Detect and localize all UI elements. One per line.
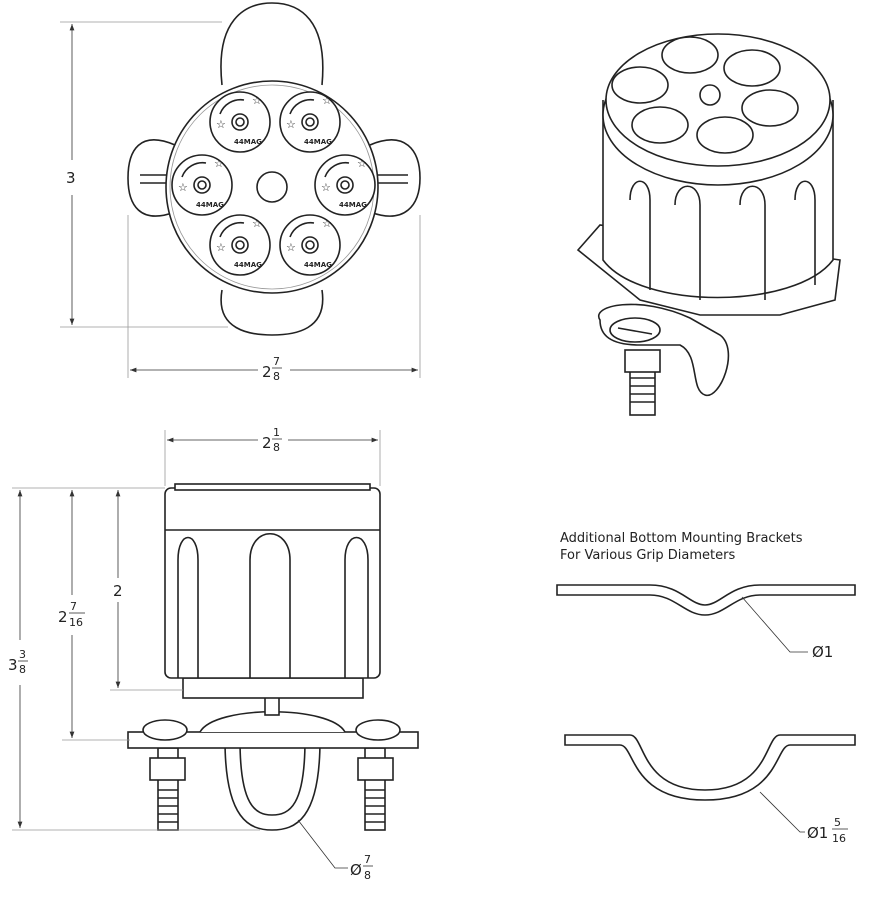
bracket-2: Ø1 5 16 bbox=[564, 734, 856, 845]
svg-text:Ø1: Ø1 bbox=[812, 643, 833, 661]
svg-text:2: 2 bbox=[58, 608, 68, 626]
dimension-side-width: 2 1 8 bbox=[164, 426, 381, 486]
isometric-view bbox=[576, 33, 841, 416]
dimension-top-width: 2 7 8 bbox=[127, 215, 421, 383]
svg-text:2: 2 bbox=[262, 434, 272, 452]
svg-text:Ø: Ø bbox=[350, 861, 362, 879]
caption-line-1: Additional Bottom Mounting Brackets bbox=[560, 531, 803, 546]
svg-text:7: 7 bbox=[70, 600, 77, 613]
svg-text:Ø1: Ø1 bbox=[807, 824, 828, 842]
svg-text:16: 16 bbox=[69, 616, 83, 629]
dimension-top-height: 3 bbox=[60, 21, 228, 328]
svg-text:2: 2 bbox=[113, 582, 123, 600]
svg-text:3: 3 bbox=[8, 656, 18, 674]
svg-text:3: 3 bbox=[19, 648, 26, 661]
dimension-clamp-diameter: Ø 7 8 bbox=[297, 819, 373, 882]
svg-text:7: 7 bbox=[273, 355, 280, 368]
svg-text:8: 8 bbox=[364, 869, 371, 882]
svg-text:16: 16 bbox=[832, 832, 846, 845]
svg-text:3: 3 bbox=[66, 169, 76, 187]
side-view bbox=[127, 483, 419, 831]
svg-text:8: 8 bbox=[19, 663, 26, 676]
svg-text:5: 5 bbox=[834, 816, 841, 829]
top-view bbox=[127, 2, 421, 336]
svg-text:1: 1 bbox=[273, 426, 280, 439]
svg-text:7: 7 bbox=[364, 853, 371, 866]
svg-text:2: 2 bbox=[262, 363, 272, 381]
bracket-1: Ø1 bbox=[556, 584, 856, 661]
svg-text:8: 8 bbox=[273, 370, 280, 383]
caption-line-2: For Various Grip Diameters bbox=[560, 548, 735, 563]
svg-text:8: 8 bbox=[273, 441, 280, 454]
dimension-side-heights: 3 3 8 2 7 16 2 bbox=[8, 487, 260, 831]
